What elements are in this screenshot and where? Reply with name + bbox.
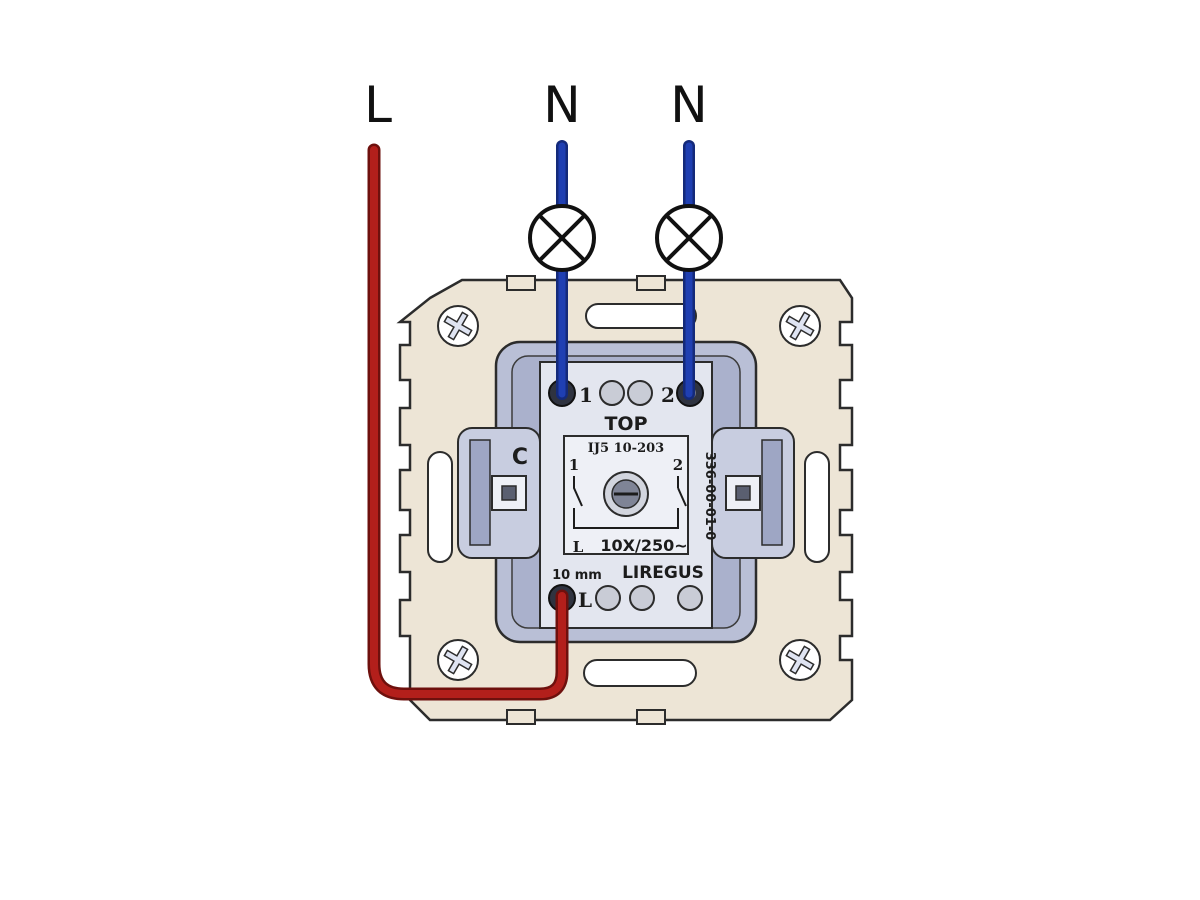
screw-hole-bottom-right: [779, 639, 821, 681]
switch-symbol-panel: IJ5 10-203 1 2 L: [563, 435, 689, 556]
switch-mechanism: C 1 2 TOP IJ5 10-203 1 2 L: [457, 340, 795, 644]
lamp-icon-1: [528, 204, 596, 272]
live-wire: [367, 143, 569, 701]
screw-hole-top-right: [779, 305, 821, 347]
rating-marking: 10X/250~: [600, 536, 687, 555]
neutral-label-1: N: [543, 76, 580, 134]
lamp-icon-2: [655, 204, 723, 272]
strip-length-marking: 10 mm: [552, 568, 602, 583]
screw-hole-bottom-left: [437, 639, 479, 681]
live-label: L: [364, 76, 392, 134]
side-code-wrap: 336-00-01-0: [702, 452, 717, 541]
contact-1-label: 1: [569, 456, 579, 474]
ce-mark: C: [512, 445, 528, 470]
side-clamp-left: C: [457, 427, 541, 559]
brand-marking: LIREGUS: [622, 563, 704, 583]
model-number: IJ5 10-203: [588, 441, 664, 456]
terminal-row-bottom: 10 mm LIREGUS L: [548, 563, 704, 612]
terminal-l-label: L: [578, 588, 592, 612]
side-clamp-right: [711, 427, 795, 559]
neutral-label-2: N: [670, 76, 707, 134]
terminal-1-label: 1: [579, 383, 593, 407]
contact-l-label: L: [573, 538, 584, 556]
top-marking: TOP: [604, 413, 647, 435]
terminal-labels: L N N: [364, 76, 708, 134]
screw-hole-top-left: [437, 305, 479, 347]
terminal-2-label: 2: [661, 383, 675, 407]
side-code: 336-00-01-0: [702, 452, 717, 541]
contact-2-label: 2: [673, 456, 683, 474]
